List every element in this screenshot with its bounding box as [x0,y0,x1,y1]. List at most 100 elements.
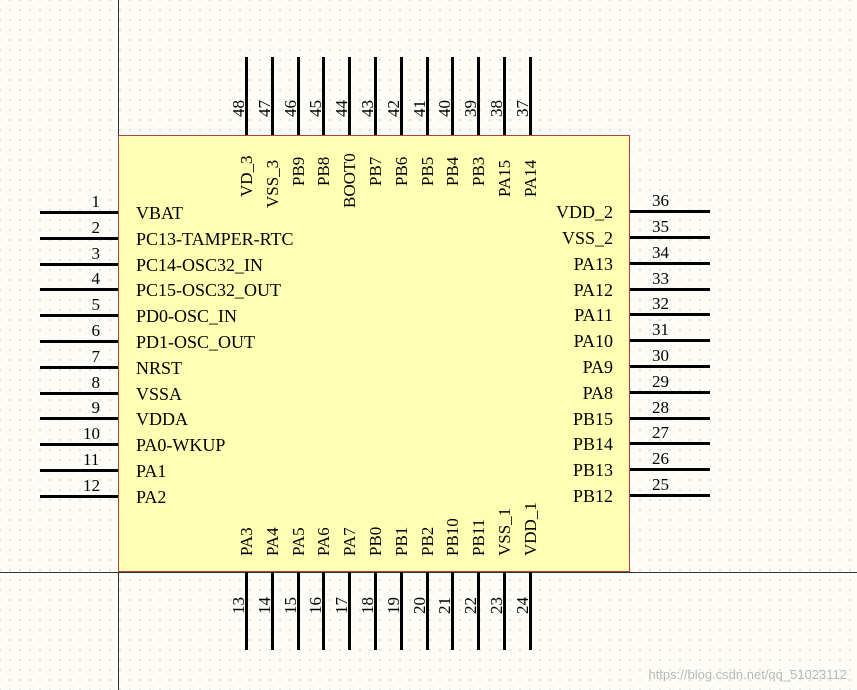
pin-23-name: VSS_1 [495,507,514,556]
pin-15-lead[interactable] [296,572,300,650]
pin-41-number: 41 [409,100,429,117]
pin-7-lead[interactable] [40,365,118,369]
pin-35-lead[interactable] [630,236,710,239]
pin-47-lead[interactable] [270,57,274,135]
pin-26-name: PB13 [572,460,613,481]
pin-13-name: PA3 [237,527,256,556]
pin-37-lead[interactable] [528,57,532,135]
pin-23-lead[interactable] [503,572,506,650]
pin-40-lead[interactable] [451,57,455,135]
pin-16-lead[interactable] [322,572,326,650]
pin-26-number: 26 [652,449,669,469]
pin-3-number: 3 [91,243,101,263]
pin-8-lead[interactable] [40,391,118,395]
pin-42-lead[interactable] [399,57,403,135]
pin-42-number: 42 [383,100,403,117]
pin-48-lead[interactable] [245,57,248,135]
pin-28-name: PB15 [572,408,613,429]
pin-22-lead[interactable] [477,572,481,650]
pin-46-number: 46 [280,100,300,117]
pin-17-lead[interactable] [348,572,352,650]
pin-22-number: 22 [461,597,481,614]
pin-14-lead[interactable] [270,572,274,650]
pin-44-name: BOOT0 [340,153,360,208]
pin-12-number: 12 [83,475,100,495]
pin-28-lead[interactable] [630,416,710,420]
pin-45-name: PB8 [314,156,334,186]
pin-30-lead[interactable] [630,365,710,368]
watermark: https://blog.csdn.net/qq_51023112 [648,667,847,682]
pin-43-lead[interactable] [374,57,377,135]
pin-27-lead[interactable] [630,442,710,446]
pin-19-number: 19 [383,597,403,614]
pin-45-number: 45 [306,100,326,117]
pin-8-number: 8 [91,372,101,392]
pin-31-lead[interactable] [630,339,710,343]
pin-47-number: 47 [254,100,274,117]
pin-9-lead[interactable] [40,417,118,421]
pin-16-name: PA6 [314,527,334,556]
pin-24-lead[interactable] [528,572,532,650]
pin-6-lead[interactable] [40,340,118,343]
pin-48-name: VD_3 [237,155,256,197]
pin-44-number: 44 [332,100,352,117]
pin-24-number: 24 [512,597,532,614]
pin-39-name: PB3 [469,156,489,186]
pin-10-lead[interactable] [40,443,118,447]
pin-17-number: 17 [332,597,352,614]
pin-7-name: NRST [136,357,183,378]
pin-21-lead[interactable] [451,572,455,650]
pin-8-name: VSSA [136,383,183,404]
pin-45-lead[interactable] [322,57,326,135]
pin-43-name: PB7 [366,156,385,186]
pin-33-lead[interactable] [630,287,710,291]
pin-33-name: PA12 [573,279,613,300]
pin-12-lead[interactable] [40,494,118,498]
pin-40-number: 40 [435,100,455,117]
pin-41-name: PB5 [417,156,437,186]
pin-27-number: 27 [652,423,669,443]
pin-25-name: PB12 [572,486,613,506]
pin-31-name: PA10 [573,331,613,352]
pin-37-number: 37 [512,100,532,117]
pin-1-lead[interactable] [40,211,118,214]
pin-20-number: 20 [409,597,429,614]
pin-41-lead[interactable] [425,57,429,135]
pin-13-lead[interactable] [245,572,248,650]
pin-2-name: PC13-TAMPER-RTC [136,228,294,249]
pin-5-lead[interactable] [40,314,118,318]
pin-20-lead[interactable] [425,572,429,650]
pin-28-number: 28 [652,397,669,417]
pin-12-name: PA2 [136,486,167,507]
pin-6-name: PD1-OSC_OUT [136,332,256,352]
pin-34-lead[interactable] [630,261,710,265]
pin-39-number: 39 [461,100,481,117]
pin-21-number: 21 [435,597,455,614]
pin-25-number: 25 [652,475,669,494]
pin-29-name: PA8 [582,382,613,403]
pin-18-lead[interactable] [374,572,377,650]
pin-11-lead[interactable] [40,469,118,472]
pin-44-lead[interactable] [348,57,352,135]
pin-13-number: 13 [229,597,248,614]
pin-4-lead[interactable] [40,288,118,292]
pin-2-lead[interactable] [40,236,118,240]
mcu-chip-body[interactable] [118,135,630,572]
pin-32-lead[interactable] [630,313,710,317]
pin-25-lead[interactable] [630,494,710,497]
pin-38-lead[interactable] [503,57,506,135]
pin-40-name: PB4 [443,156,463,186]
pin-3-lead[interactable] [40,262,118,266]
pin-10-number: 10 [83,424,100,444]
pin-29-number: 29 [652,371,669,391]
pin-6-number: 6 [91,321,101,340]
pin-29-lead[interactable] [630,390,710,394]
pin-36-number: 36 [652,191,669,211]
pin-34-name: PA13 [573,253,613,274]
pin-35-number: 35 [652,217,669,236]
pin-26-lead[interactable] [630,468,710,472]
pin-19-lead[interactable] [399,572,403,650]
pin-46-lead[interactable] [296,57,300,135]
pin-36-lead[interactable] [630,210,710,214]
pin-39-lead[interactable] [477,57,481,135]
